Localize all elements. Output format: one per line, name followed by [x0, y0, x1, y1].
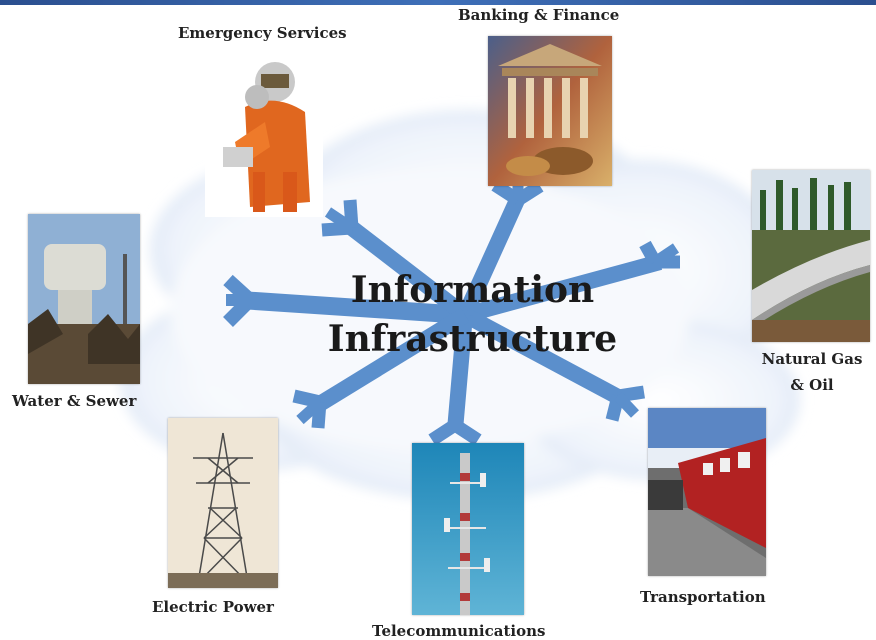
- bank-building-photo: [488, 36, 612, 186]
- center-title-line1: Information: [350, 269, 595, 311]
- cell-tower-photo: [412, 443, 524, 615]
- label-oil: & Oil: [790, 376, 834, 394]
- label-transportation: Transportation: [640, 588, 766, 606]
- hub-arms: [223, 179, 680, 446]
- pipeline-photo: [752, 170, 870, 342]
- arm-fork-left: [223, 274, 255, 327]
- label-banking-finance: Banking & Finance: [458, 6, 620, 24]
- arm-fork-upper-right: [639, 240, 680, 269]
- center-title-line2: Infrastructure: [327, 317, 618, 360]
- label-electric-power: Electric Power: [152, 598, 274, 616]
- center-title: Information Infrastructure: [300, 266, 645, 363]
- arm-fork-upper-left: [321, 199, 359, 237]
- power-pylon-photo: [168, 418, 278, 588]
- label-emergency-services: Emergency Services: [178, 24, 347, 42]
- arm-fork-lower-right: [605, 385, 645, 422]
- label-telecommunications: Telecommunications: [372, 622, 546, 640]
- train-photo: [648, 408, 766, 576]
- water-tower-photo: [28, 214, 140, 384]
- label-natural-gas: Natural Gas: [761, 350, 863, 368]
- label-water-sewer: Water & Sewer: [12, 392, 137, 410]
- firefighter-photo: [205, 52, 323, 217]
- arm-fork-lower-left: [292, 389, 327, 429]
- top-rule: [0, 0, 876, 5]
- arm-fork-down: [428, 419, 482, 446]
